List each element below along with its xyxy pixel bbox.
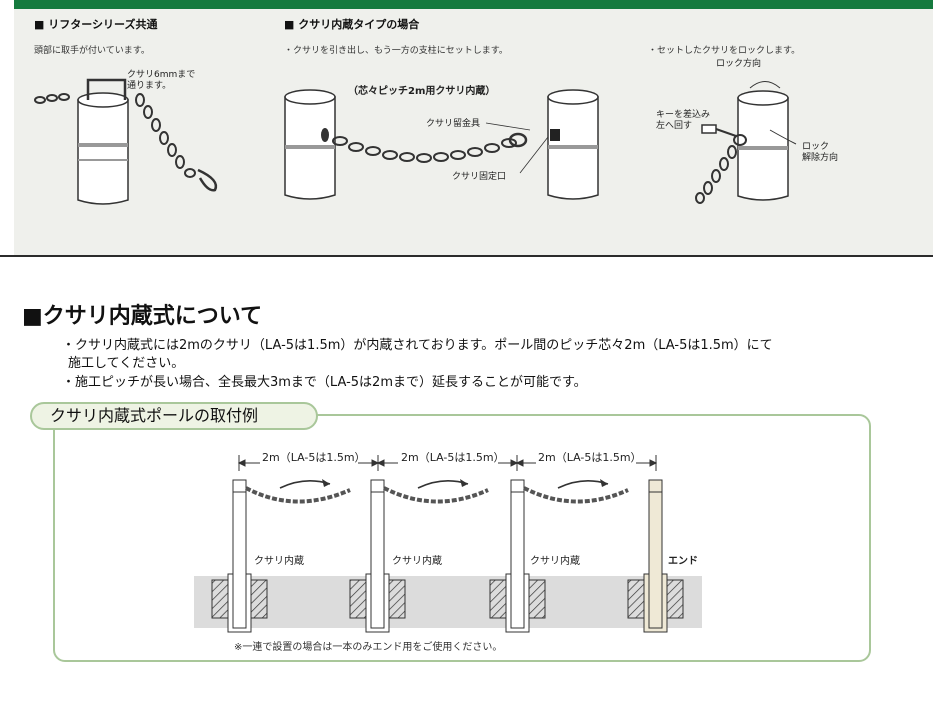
pitch-label-2: 2m（LA-5は1.5m）	[401, 451, 505, 464]
post-label-end: エンド	[668, 556, 698, 567]
page-title: ■クサリ内蔵式について	[22, 304, 263, 329]
sec1-chain-label: クサリ6mmまで 通ります。	[127, 70, 196, 91]
post-label-1: クサリ内蔵	[254, 556, 304, 567]
sec3-text: ・セットしたクサリをロックします。	[648, 46, 801, 56]
bullet-2: ・施工ピッチが長い場合、全長最大3mまで（LA-5は2mまで）延長することが可能…	[62, 375, 587, 390]
sec1-illustration	[34, 78, 218, 205]
sec2-pitch-label: （芯々ピッチ2m用クサリ内蔵）	[348, 86, 496, 97]
sec2-heading: ■ クサリ内蔵タイプの場合	[284, 18, 420, 31]
sec3-unlock-direction: ロック 解除方向	[802, 142, 839, 163]
posts-illustration	[211, 479, 684, 633]
bullet-1: ・クサリ内蔵式には2mのクサリ（LA-5は1.5m）が内蔵されております。ポール…	[62, 338, 773, 353]
sec1-heading: ■ リフターシリーズ共通	[34, 18, 158, 31]
section-divider	[0, 255, 933, 257]
pitch-dimension-lines	[237, 455, 658, 471]
sec2-text: ・クサリを引き出し、もう一方の支柱にセットします。	[284, 46, 508, 56]
bullet-1-cont: 施工してください。	[68, 356, 185, 371]
sec2-illustration	[284, 89, 599, 200]
post-label-3: クサリ内蔵	[530, 556, 580, 567]
sec1-text: 頭部に取手が付いています。	[34, 46, 150, 56]
sec3-lock-direction: ロック方向	[716, 59, 762, 69]
example-frame	[53, 414, 871, 662]
sec3-illustration	[695, 81, 797, 204]
pitch-label-3: 2m（LA-5は1.5m）	[538, 451, 642, 464]
sec2-slot-label: クサリ固定口	[452, 172, 507, 182]
installation-note: ※一連で設置の場合は一本のみエンド用をご使用ください。	[234, 642, 503, 653]
example-tab-label: クサリ内蔵式ポールの取付例	[30, 402, 318, 430]
sec3-key-label: キーを差込み 左へ回す	[656, 110, 711, 131]
sec2-hook-label: クサリ留金具	[426, 119, 481, 129]
ground-section	[194, 576, 702, 628]
top-accent-bar	[14, 0, 933, 9]
pitch-label-1: 2m（LA-5は1.5m）	[262, 451, 366, 464]
post-label-2: クサリ内蔵	[392, 556, 442, 567]
